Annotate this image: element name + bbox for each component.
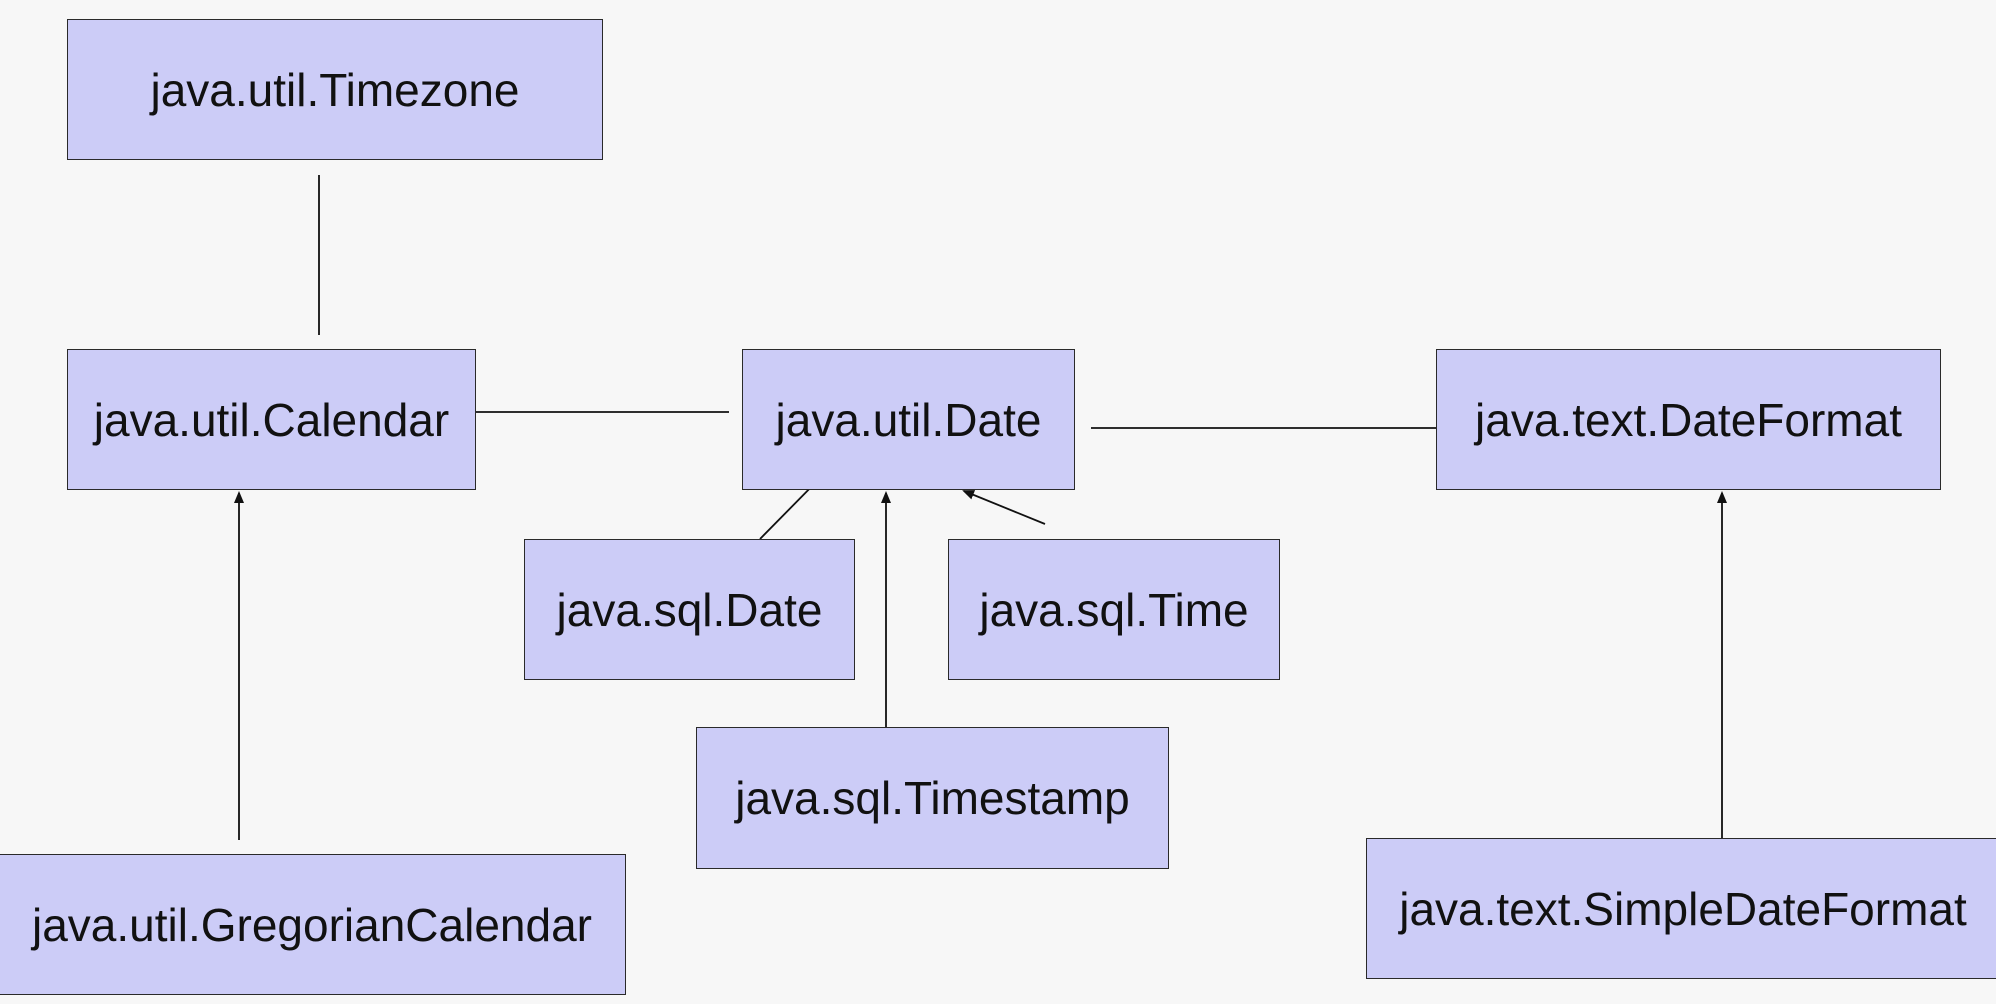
edge-sqltime-date-arrow [962, 490, 1046, 525]
node-label: java.util.GregorianCalendar [32, 898, 592, 951]
node-java-util-timezone: java.util.Timezone [67, 19, 603, 160]
node-java-sql-timestamp: java.sql.Timestamp [696, 727, 1169, 869]
node-label: java.sql.Timestamp [735, 772, 1130, 824]
node-java-text-simpledateformat: java.text.SimpleDateFormat [1366, 838, 1996, 979]
node-label: java.util.Timezone [150, 63, 520, 116]
node-java-util-date: java.util.Date [742, 349, 1075, 490]
node-java-util-gregoriancalendar: java.util.GregorianCalendar [0, 854, 626, 995]
node-label: java.sql.Time [979, 583, 1249, 636]
node-label: java.sql.Date [556, 583, 823, 636]
node-label: java.util.Date [775, 393, 1042, 446]
node-label: java.util.Calendar [93, 393, 450, 446]
node-java-text-dateformat: java.text.DateFormat [1436, 349, 1941, 490]
node-label: java.text.DateFormat [1475, 393, 1902, 446]
node-label: java.text.SimpleDateFormat [1399, 882, 1967, 935]
node-java-sql-date: java.sql.Date [524, 539, 855, 680]
node-java-sql-time: java.sql.Time [948, 539, 1280, 680]
node-java-util-calendar: java.util.Calendar [67, 349, 476, 490]
